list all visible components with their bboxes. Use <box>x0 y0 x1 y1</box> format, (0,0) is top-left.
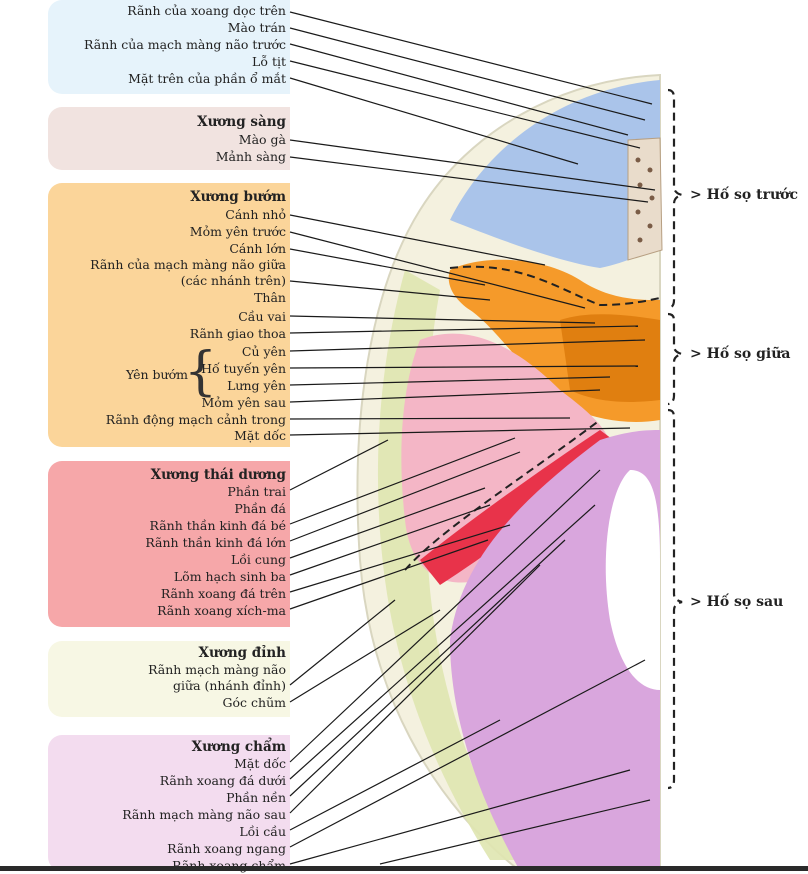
label-cribriform-plate: Mảnh sàng <box>215 149 286 164</box>
middle-fossa-text: Hố sọ giữa <box>706 346 791 362</box>
label-petrous-part: Phần đá <box>234 501 286 516</box>
label-posterior-meningeal-groove: Rãnh mạch màng não sau <box>122 807 286 822</box>
anterior-fossa-label: > Hố sọ trước <box>690 187 799 203</box>
label-middle-meningeal-parietal: Rãnh mạch màng não <box>148 662 286 677</box>
fossa-brackets <box>667 88 683 790</box>
occipital-panel <box>48 735 290 871</box>
label-carotid-groove: Rãnh động mạch cảnh trong <box>105 412 286 427</box>
label-anterior-meningeal-groove: Rãnh của mạch màng não trước <box>84 37 286 52</box>
temporal-panel <box>48 461 290 627</box>
label-sigmoid-groove: Rãnh xoang xích-ma <box>157 603 286 618</box>
label-greater-wing: Cánh lớn <box>229 241 286 256</box>
label-clivus-sphenoid: Mặt dốc <box>234 428 286 443</box>
sella-brace: { <box>184 342 218 402</box>
ethmoid-title: Xương sàng <box>197 114 286 130</box>
foramen-magnum <box>605 470 660 690</box>
label-tuberculum-sellae: Củ yên <box>241 344 286 359</box>
label-lesser-petrosal-groove: Rãnh thần kinh đá bé <box>149 518 286 533</box>
label-basilar-part: Phần nền <box>226 790 286 805</box>
ethmoid-holes <box>635 157 655 243</box>
label-anterior-clinoid: Mỏm yên trước <box>189 224 286 239</box>
label-middle-meningeal-groove: Rãnh của mạch màng não giữa <box>90 257 286 272</box>
label-inferior-petrosal-groove: Rãnh xoang đá dưới <box>159 773 286 788</box>
label-chiasmatic-groove: Rãnh giao thoa <box>189 326 286 341</box>
label-transverse-groove: Rãnh xoang ngang <box>167 841 286 856</box>
label-middle-meningeal-groove-2: (các nhánh trên) <box>180 273 286 288</box>
anterior-fossa-text: Hố sọ trước <box>706 187 799 203</box>
label-clivus-occipital: Mặt dốc <box>234 756 286 771</box>
parietal-title: Xương đỉnh <box>198 645 286 661</box>
label-arcuate-eminence: Lồi cung <box>230 552 286 567</box>
label-sella-group: Yên bướm <box>125 367 188 382</box>
label-limbus: Cầu vai <box>238 309 286 324</box>
label-middle-meningeal-parietal-2: giữa (nhánh đỉnh) <box>173 678 286 693</box>
occipital-title: Xương chẩm <box>191 739 286 755</box>
label-dorsum-sellae: Lưng yên <box>227 378 286 393</box>
posterior-fossa-text: Hố sọ sau <box>706 594 784 610</box>
fossa-boundary <box>449 265 661 307</box>
frontal-region <box>450 80 660 268</box>
middle-fossa-label: > Hố sọ giữa <box>690 346 791 362</box>
temporal-title: Xương thái dương <box>150 467 286 483</box>
label-squamous-part: Phần trai <box>227 484 286 499</box>
ethmoid-region <box>627 137 663 261</box>
label-frontal-crest: Mào trán <box>227 20 286 35</box>
sphenoid-panel <box>48 183 290 447</box>
parietal-panel <box>48 641 290 717</box>
label-lesser-wing: Cánh nhỏ <box>225 207 286 222</box>
ethmoid-panel <box>48 107 290 170</box>
label-mastoid-angle: Góc chũm <box>222 695 286 710</box>
label-condyle: Lồi cầu <box>239 824 286 839</box>
sphenoid-title: Xương bướm <box>190 189 286 205</box>
frontal-panel <box>48 0 290 94</box>
label-orbital-surface: Mặt trên của phần ổ mắt <box>128 71 286 86</box>
leader-lines <box>289 11 656 865</box>
label-trigeminal-impression: Lõm hạch sinh ba <box>173 569 286 584</box>
bottom-strip <box>0 866 808 871</box>
label-hypophyseal-fossa: Hố tuyến yên <box>201 361 286 376</box>
posterior-fossa-label: > Hố sọ sau <box>690 594 784 610</box>
label-body: Thân <box>254 290 286 305</box>
label-greater-petrosal-groove: Rãnh thần kinh đá lớn <box>145 535 286 550</box>
label-posterior-clinoid: Mỏm yên sau <box>201 395 286 410</box>
label-crista-galli: Mào gà <box>238 132 286 147</box>
sphenoid-body <box>560 314 660 402</box>
label-sulcus-superior-sagittal: Rãnh của xoang dọc trên <box>127 3 286 18</box>
label-foramen-cecum: Lỗ tịt <box>252 54 286 69</box>
label-superior-petrosal-groove: Rãnh xoang đá trên <box>160 586 286 601</box>
posterior-boundary <box>404 419 601 571</box>
